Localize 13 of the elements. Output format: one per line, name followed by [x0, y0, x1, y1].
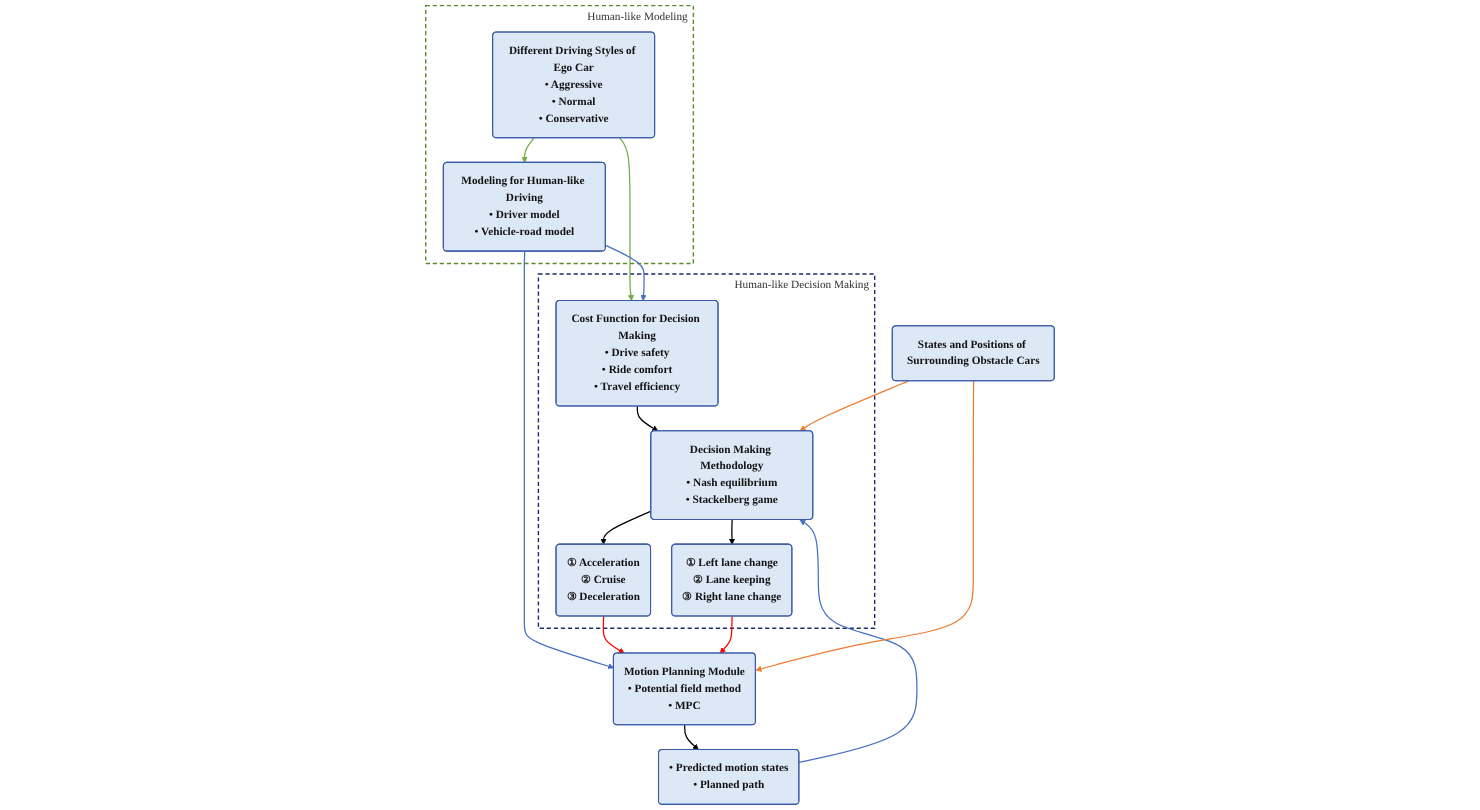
arrow [636, 405, 659, 432]
arrow [521, 137, 535, 163]
arrow [799, 380, 909, 432]
arrow [523, 250, 615, 670]
arrow [619, 137, 634, 302]
arrow [605, 244, 647, 302]
arrow [755, 380, 975, 672]
arrow [798, 519, 918, 764]
arrow [600, 510, 652, 545]
arrow [719, 615, 733, 654]
arrow [602, 615, 625, 654]
arrow [728, 519, 736, 545]
arrow [684, 724, 699, 751]
